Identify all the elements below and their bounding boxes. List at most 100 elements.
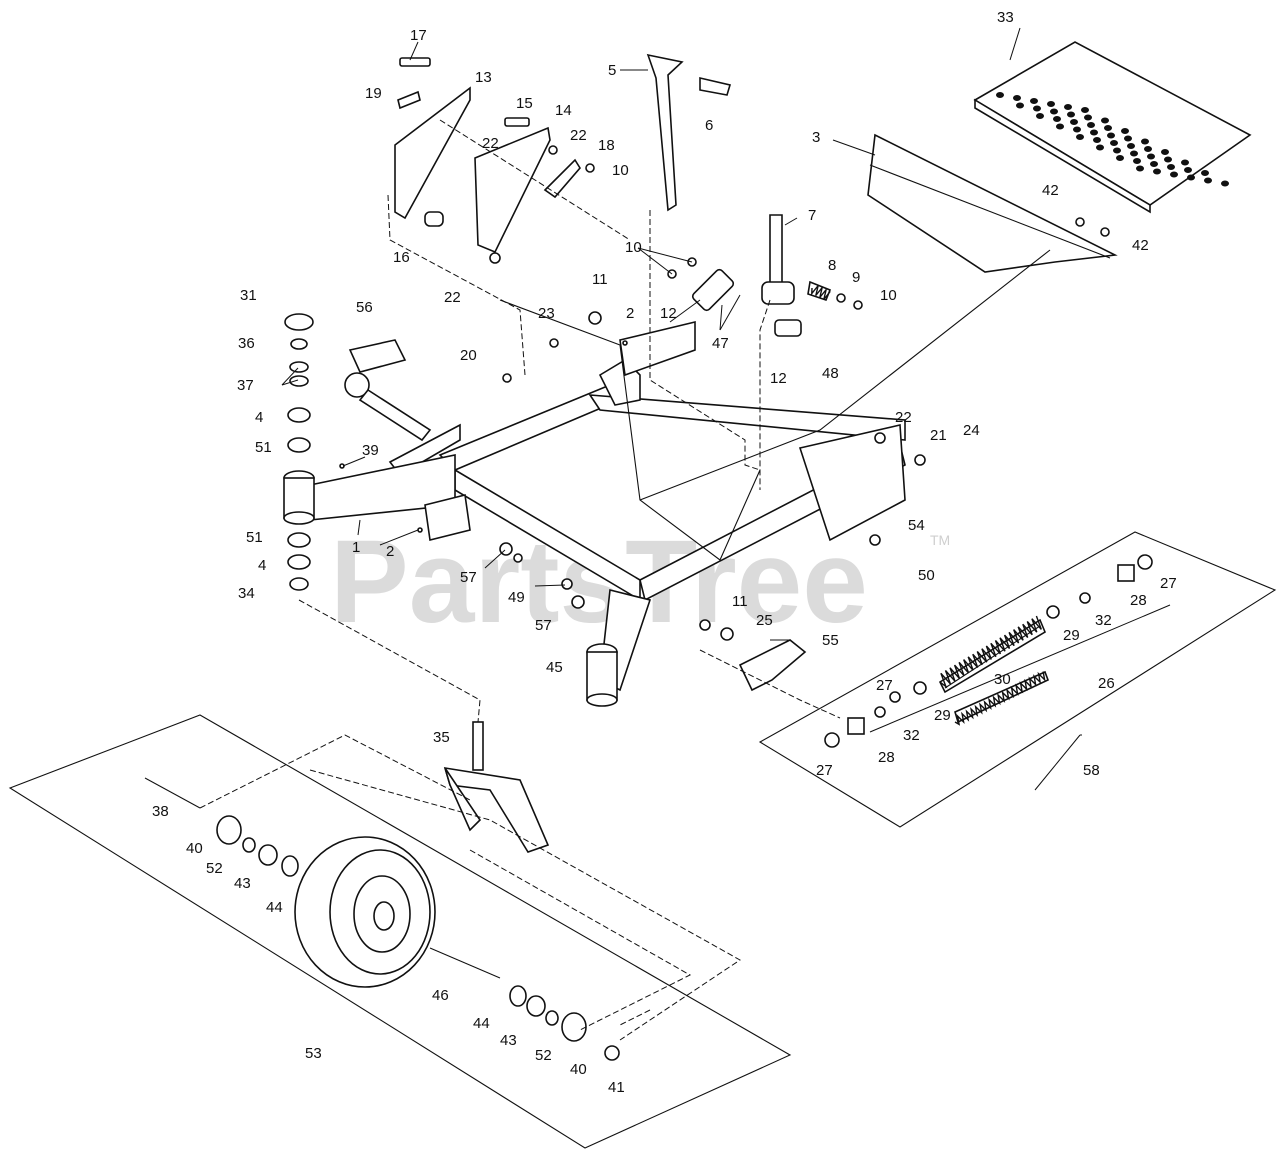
callout-27: 27: [1160, 575, 1177, 592]
callout-45: 45: [546, 659, 563, 676]
callout-27: 27: [876, 677, 893, 694]
callout-11: 11: [592, 271, 608, 288]
callout-36: 36: [238, 335, 255, 352]
callout-labels: 1 2 2 3 4 4 5 6 7 8 9 10 10 10 11 11 12 …: [152, 9, 1177, 1096]
callout-6: 6: [705, 117, 713, 134]
callout-56: 56: [356, 299, 373, 316]
plate-hole: [1101, 117, 1109, 124]
callout-21: 21: [930, 427, 947, 444]
plate-hole: [1047, 101, 1055, 107]
plate-hole: [1144, 146, 1152, 152]
watermark-text: PartsTree: [330, 516, 868, 648]
plate-hole: [996, 92, 1004, 98]
callout-52: 52: [206, 860, 223, 877]
callout-10: 10: [612, 162, 629, 179]
plate-hole: [1187, 174, 1195, 181]
callout-leaders: [281, 27, 1082, 791]
callout-31: 31: [240, 287, 257, 304]
callout-22: 22: [570, 127, 587, 144]
plate-hole: [1150, 161, 1158, 167]
plate-hole: [1081, 107, 1089, 113]
callout-43: 43: [500, 1032, 517, 1049]
plate-hole: [1050, 108, 1058, 115]
callout-25: 25: [756, 612, 773, 629]
callout-2: 2: [386, 543, 394, 560]
plate-hole: [1067, 111, 1075, 118]
plate-hole: [1204, 177, 1212, 184]
plate-hole: [1124, 135, 1132, 142]
callout-42: 42: [1132, 237, 1149, 254]
seat-brackets: [394, 57, 595, 264]
plate-hole: [1096, 144, 1104, 151]
callout-40: 40: [570, 1061, 587, 1078]
cam-lever: [344, 339, 432, 442]
plate-hole: [1153, 168, 1161, 175]
callout-32: 32: [1095, 612, 1112, 629]
callout-19: 19: [365, 85, 382, 102]
plate-hole: [1181, 159, 1189, 166]
plate-hole: [1130, 150, 1138, 157]
callout-38: 38: [152, 803, 169, 820]
callout-18: 18: [598, 137, 615, 154]
plate-hole: [1087, 122, 1095, 128]
plate-hole: [1093, 137, 1101, 143]
plate-hole: [1170, 171, 1178, 178]
spring-kit-outline: [758, 531, 1277, 828]
callout-29: 29: [934, 707, 951, 724]
mower-frame: [309, 249, 1051, 707]
callout-12: 12: [770, 370, 787, 387]
plate-hole: [1064, 104, 1072, 110]
callout-58: 58: [1083, 762, 1100, 779]
callout-13: 13: [475, 69, 492, 86]
cover-panel: [867, 133, 1118, 273]
plate-hole: [1184, 167, 1192, 173]
callout-48: 48: [822, 365, 839, 382]
pedal-spring: [811, 285, 831, 300]
foot-plate: [973, 41, 1252, 214]
callout-29: 29: [1063, 627, 1080, 644]
callout-14: 14: [555, 102, 572, 119]
pedal-assembly: [646, 53, 863, 337]
callout-40: 40: [186, 840, 203, 857]
callout-49: 49: [508, 589, 525, 606]
plate-hole: [1013, 95, 1021, 101]
callout-8: 8: [828, 257, 836, 274]
callout-57: 57: [460, 569, 477, 586]
callout-22: 22: [895, 409, 912, 426]
callout-54: 54: [908, 517, 925, 534]
plate-hole: [1167, 164, 1175, 170]
callout-39: 39: [362, 442, 379, 459]
plate-hole: [1107, 132, 1115, 139]
callout-37: 37: [237, 377, 254, 394]
callout-27: 27: [816, 762, 833, 779]
callout-20: 20: [460, 347, 477, 364]
callout-32: 32: [903, 727, 920, 744]
plate-hole: [1104, 125, 1112, 131]
callout-11: 11: [732, 593, 748, 610]
plate-hole: [1056, 123, 1064, 130]
plate-hole: [1030, 98, 1038, 104]
plate-hole: [1116, 155, 1124, 161]
plate-hole: [1136, 165, 1144, 172]
callout-26: 26: [1098, 675, 1115, 692]
callout-34: 34: [238, 585, 255, 602]
callout-15: 15: [516, 95, 533, 112]
plate-hole: [1110, 140, 1118, 146]
plate-hole: [1113, 147, 1121, 154]
springs: [811, 285, 1046, 726]
callout-53: 53: [305, 1045, 322, 1062]
plate-hole: [1016, 102, 1024, 109]
callout-43: 43: [234, 875, 251, 892]
callout-23: 23: [538, 305, 555, 322]
callout-46: 46: [432, 987, 449, 1004]
callout-4: 4: [255, 409, 263, 426]
callout-22: 22: [482, 135, 499, 152]
callout-47: 47: [712, 335, 729, 352]
threaded-rod: [954, 671, 1046, 726]
plate-hole: [1073, 126, 1081, 133]
callout-51: 51: [255, 439, 272, 456]
plate-hole: [1147, 153, 1155, 160]
callout-57: 57: [535, 617, 552, 634]
callout-5: 5: [608, 62, 616, 79]
callout-55: 55: [822, 632, 839, 649]
